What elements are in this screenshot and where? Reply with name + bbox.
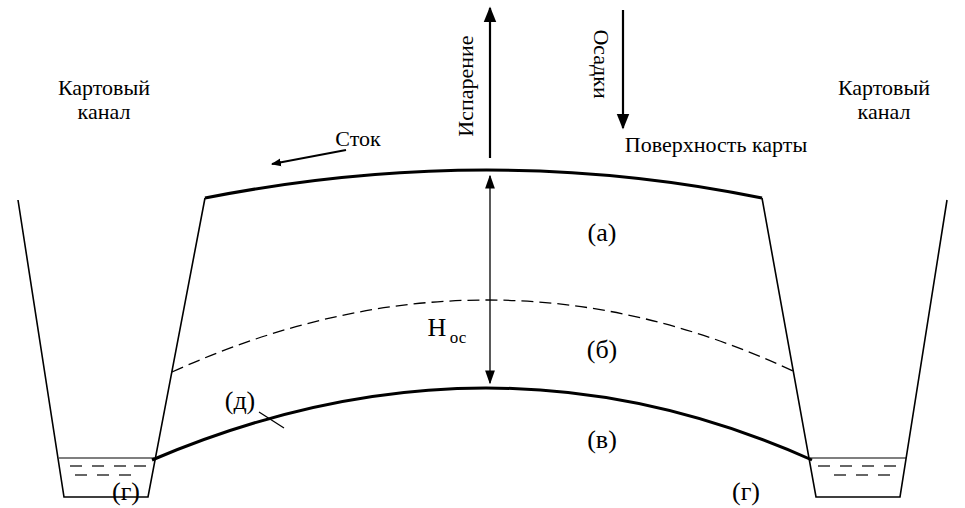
zone-label: (б) xyxy=(587,336,618,365)
field-surface xyxy=(205,170,762,198)
surface-label: Поверхность карты xyxy=(625,133,807,157)
zone-label: (в) xyxy=(587,426,617,455)
evaporation-label: Испарение xyxy=(454,35,478,136)
canal-label: Картовый канал xyxy=(54,76,154,124)
evaporation-arrow xyxy=(489,8,491,158)
canal-water xyxy=(59,458,906,475)
height-dimension xyxy=(489,176,490,383)
leader-line xyxy=(259,412,284,428)
canal-water-label: (г) xyxy=(732,478,760,507)
right-canal xyxy=(762,198,947,497)
zone-label: (а) xyxy=(588,219,617,248)
precipitation-arrow xyxy=(622,10,624,128)
dimension-tick xyxy=(480,388,500,389)
height-symbol: H xyxy=(428,314,447,343)
canal-label: Картовый канал xyxy=(834,76,934,124)
dimension-tick xyxy=(480,170,500,171)
left-canal xyxy=(18,198,205,497)
line-label: (д) xyxy=(225,387,256,416)
height-subscript: ос xyxy=(450,329,466,348)
canal-walls xyxy=(18,198,947,497)
canal-water-label: (г) xyxy=(112,478,140,507)
runoff-label: Сток xyxy=(335,127,380,151)
runoff-arrow xyxy=(272,150,346,164)
water-table-line xyxy=(172,300,795,372)
precipitation-label: Осадки xyxy=(589,29,613,98)
